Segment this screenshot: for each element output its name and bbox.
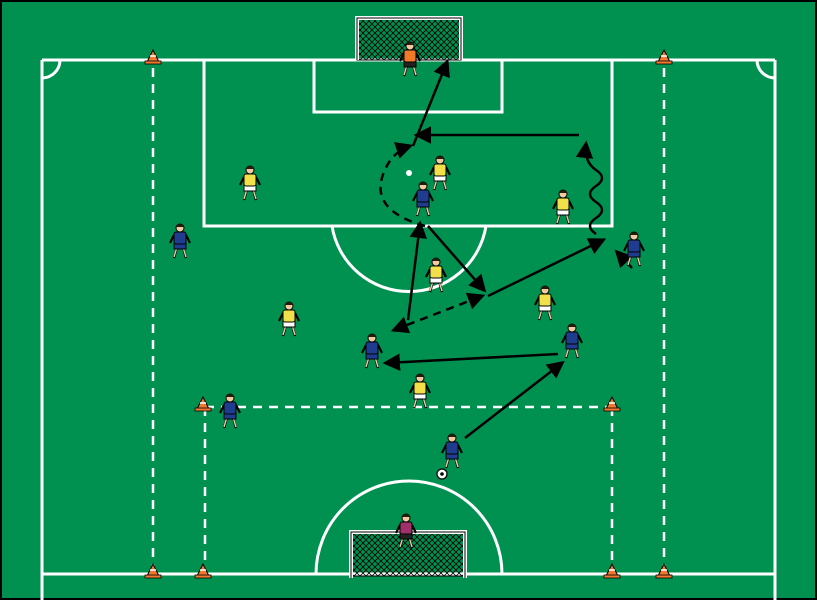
player-icon [278,301,300,337]
player-icon [219,393,241,429]
pass-arrow [487,238,607,298]
pass-arrows [379,58,633,439]
shot-arrow [411,58,450,147]
player-icon [552,189,574,225]
cone-icon [194,395,212,412]
dashed-zone-lines [151,68,666,566]
curved-run-dashed [379,142,426,228]
pass-arrow [464,360,565,439]
player-icon [239,165,261,201]
goalkeeper-icon [399,41,421,77]
pass-arrow [427,225,487,293]
run-arrow-dashed [390,292,486,334]
player-icon [561,323,583,359]
player-icon [441,433,463,469]
player-icon [534,285,556,321]
ball-icon [436,468,448,480]
player-icon [412,181,434,217]
corner-arc-top-right [755,59,776,80]
player-icon [425,257,447,293]
cone-icon [603,562,621,579]
player-icon [361,333,383,369]
cone-icon [603,395,621,412]
penalty-spot [406,170,412,176]
goalkeeper-icon [395,513,417,549]
pass-arrow [382,352,559,372]
center-circle-arc [314,479,504,575]
run-arrow-dashed [614,249,633,269]
player-icon [623,231,645,267]
player-icon [409,373,431,409]
pass-arrow [406,220,427,321]
cone-icon [144,48,162,65]
dribble-arrow [575,140,604,236]
goal-icon [349,530,467,578]
penalty-arc-top [330,225,488,294]
cone-icon [194,562,212,579]
cone-icon [144,562,162,579]
player-icon [169,223,191,259]
corner-arc-top-left [41,59,62,80]
cone-icon [655,562,673,579]
cone-icon [655,48,673,65]
player-icon [429,155,451,191]
